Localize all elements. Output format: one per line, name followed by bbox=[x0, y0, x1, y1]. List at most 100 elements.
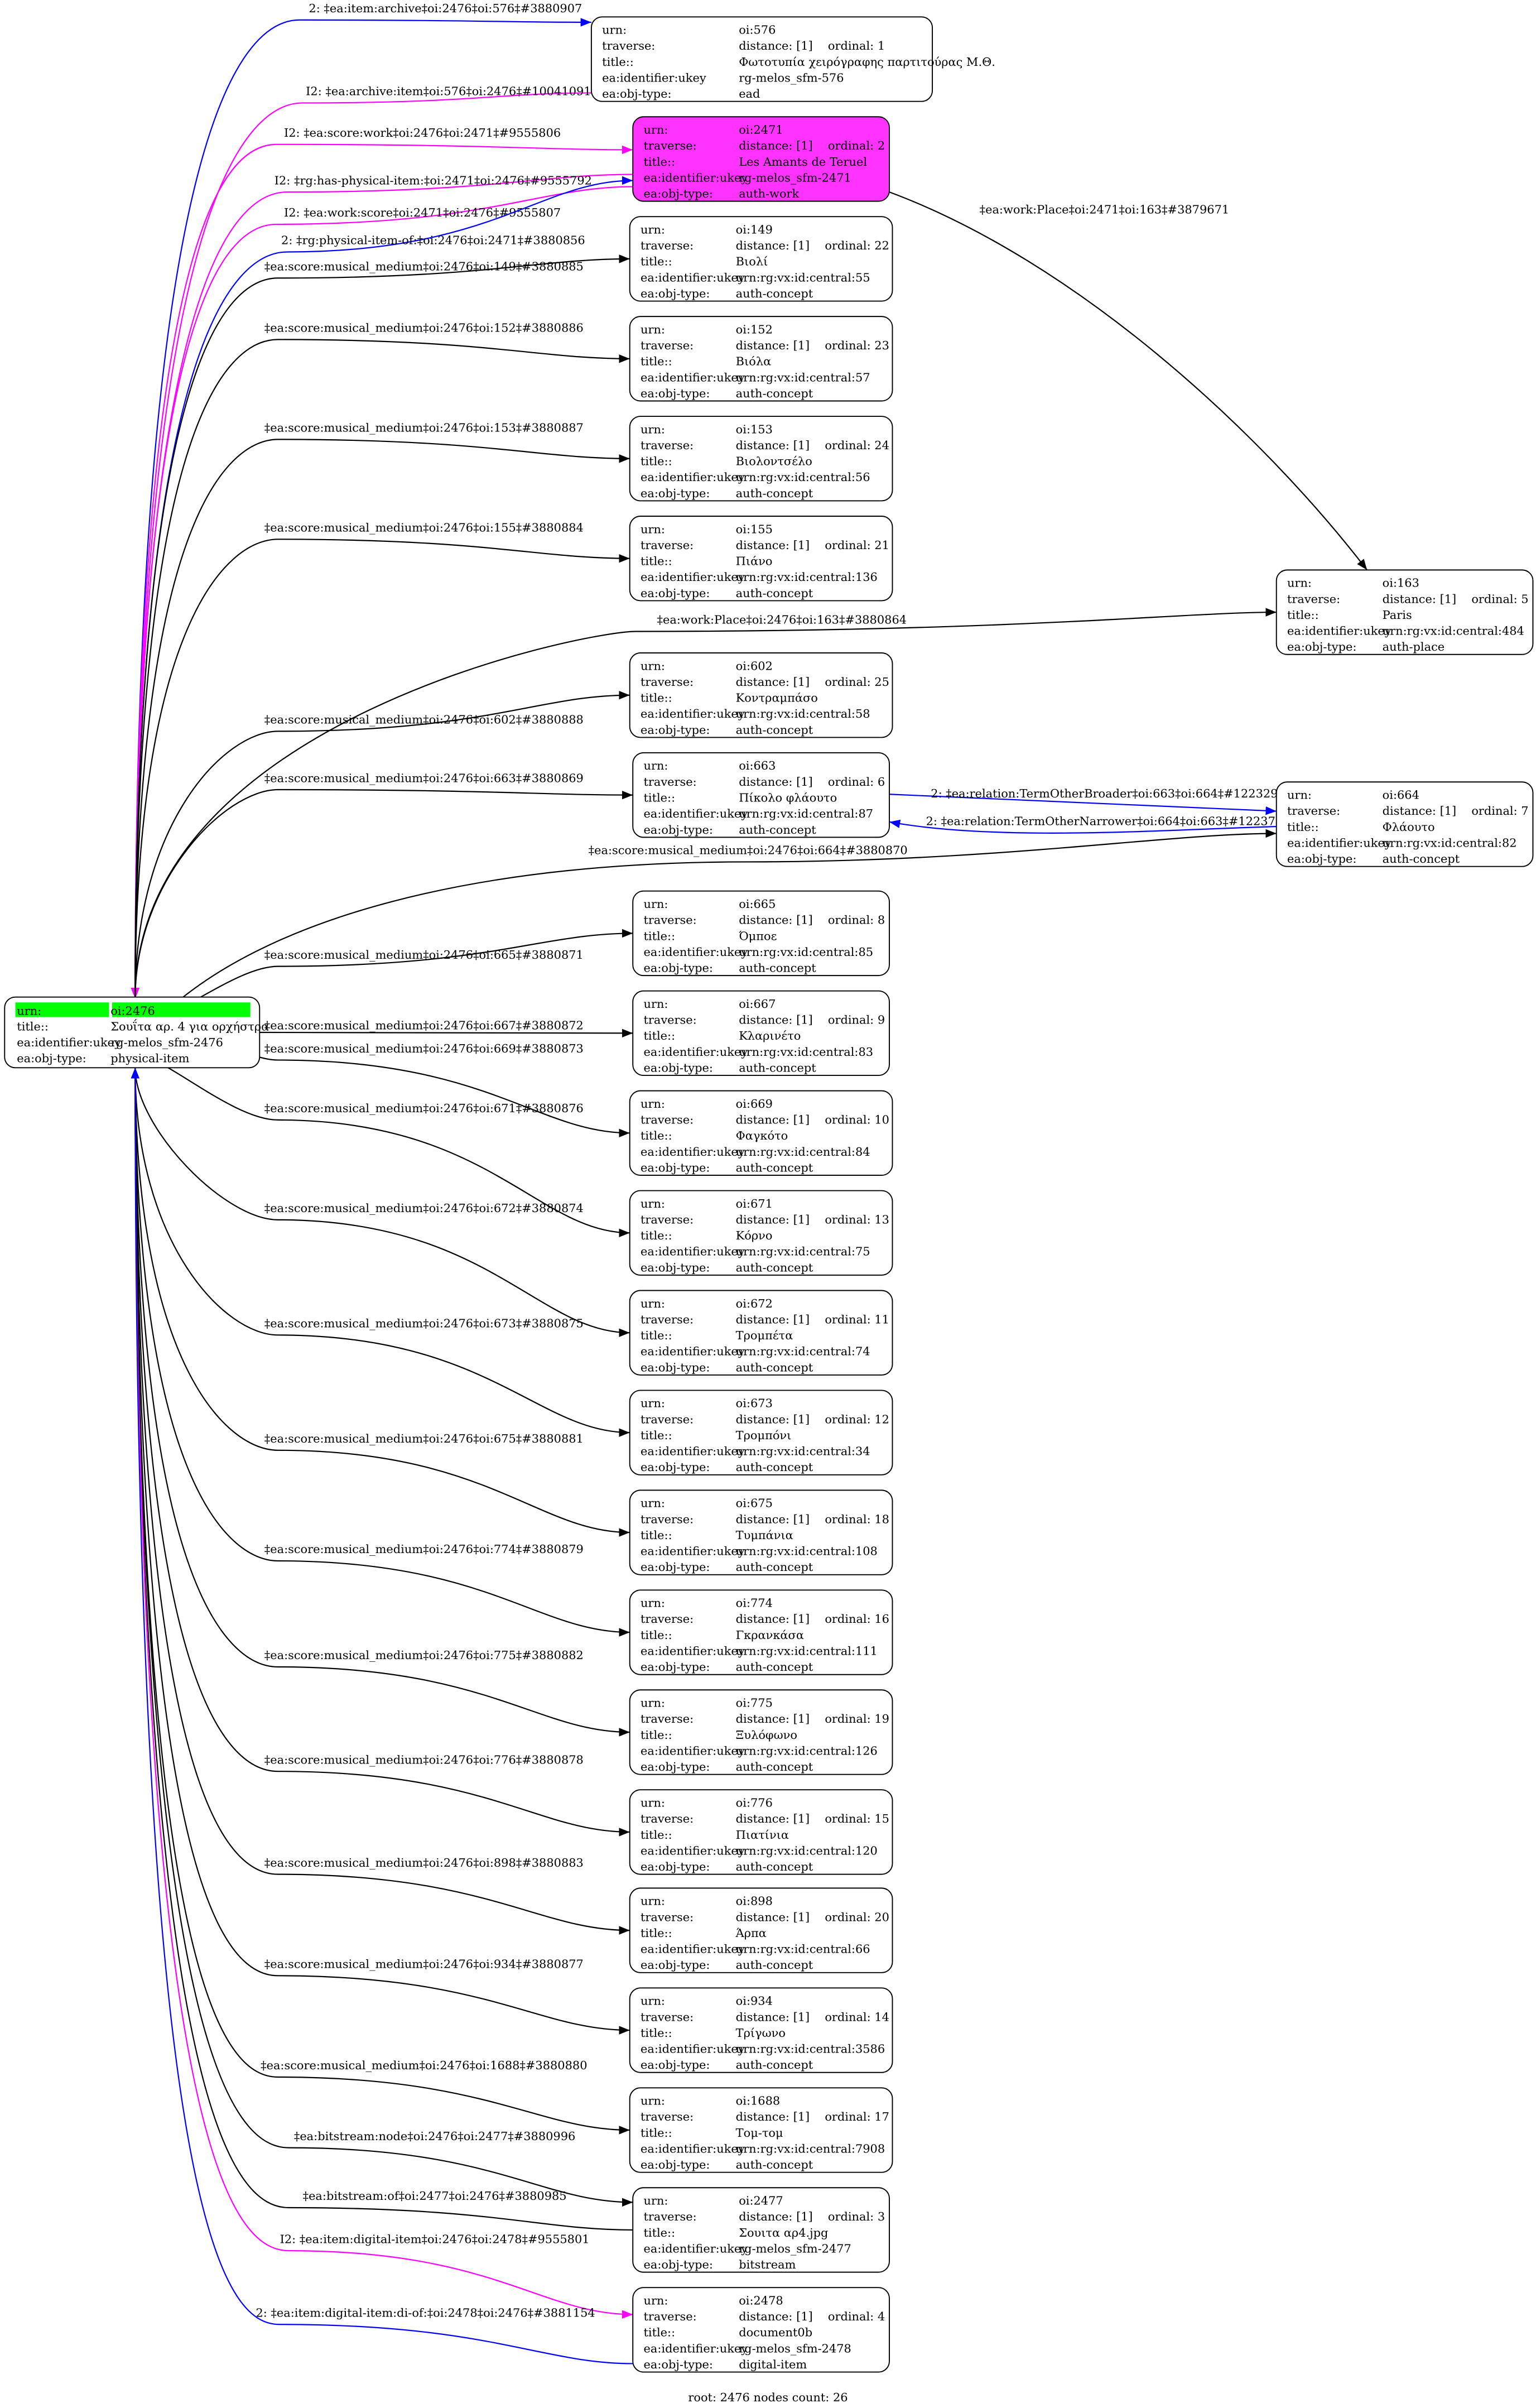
node-box bbox=[629, 1489, 893, 1575]
field-value: oi:776 bbox=[736, 1796, 773, 1809]
edge-2476-673 bbox=[134, 1068, 630, 1437]
node-box bbox=[1275, 781, 1534, 867]
field-label: traverse: bbox=[644, 139, 697, 152]
field-value: urn:rg:vx:id:central:111 bbox=[736, 1644, 878, 1657]
field-label: title:: bbox=[641, 1728, 672, 1742]
field-value: Paris bbox=[1383, 608, 1412, 622]
field-value: auth-concept bbox=[736, 1760, 813, 1773]
field-label: title:: bbox=[644, 1029, 676, 1042]
field-value: oi:774 bbox=[736, 1597, 773, 1610]
field-value: digital-item bbox=[739, 2358, 807, 2371]
field-label: urn: bbox=[641, 422, 665, 436]
field-label: ea:identifier:ukey bbox=[641, 371, 745, 384]
field-value: auth-concept bbox=[736, 1660, 813, 1674]
field-label: ea:identifier:ukey bbox=[641, 271, 745, 284]
field-label: urn: bbox=[641, 323, 665, 336]
edge-label: ‡ea:score:musical_medium‡oi:2476‡oi:673‡… bbox=[264, 1317, 584, 1330]
edge-2476-2471 bbox=[134, 176, 633, 999]
edge-label: ‡ea:score:musical_medium‡oi:2476‡oi:898‡… bbox=[264, 1856, 584, 1869]
field-label: title:: bbox=[641, 1926, 672, 1940]
field-value: Κοντραμπάσο bbox=[736, 691, 818, 705]
field-value: urn:rg:vx:id:central:7908 bbox=[736, 2142, 885, 2155]
edge-2478-2476 bbox=[131, 1068, 633, 2364]
field-label: traverse: bbox=[641, 1612, 694, 1626]
field-value: oi:665 bbox=[739, 897, 776, 911]
field-value: oi:2476 bbox=[110, 1004, 155, 1017]
edge-label: ‡ea:score:musical_medium‡oi:2476‡oi:671‡… bbox=[264, 1102, 584, 1115]
field-value: distance: [1] bbox=[736, 1712, 810, 1726]
node-box bbox=[632, 752, 890, 838]
field-label: urn: bbox=[641, 1895, 665, 1908]
field-value: Κόρνο bbox=[736, 1229, 773, 1242]
field-label: ea:obj-type: bbox=[644, 962, 713, 975]
field-label: ea:identifier:ukey bbox=[1287, 836, 1391, 849]
field-label: traverse: bbox=[641, 675, 694, 689]
field-value: auth-place bbox=[1383, 640, 1444, 653]
field-value-ordinal: ordinal: 18 bbox=[825, 1512, 889, 1526]
field-value: oi:155 bbox=[736, 522, 773, 536]
field-value: oi:672 bbox=[736, 1297, 773, 1310]
field-label: title:: bbox=[641, 555, 672, 568]
field-value: urn:rg:vx:id:central:55 bbox=[736, 271, 870, 284]
field-label: title:: bbox=[641, 355, 672, 368]
field-value: document0b bbox=[739, 2326, 812, 2339]
field-label: ea:obj-type: bbox=[644, 823, 713, 837]
edge-label: 2: ‡rg:physical-item-of:‡oi:2476‡oi:2471… bbox=[281, 234, 585, 247]
edge-664-663 bbox=[889, 819, 1277, 834]
edge-label: ‡ea:score:musical_medium‡oi:2476‡oi:667‡… bbox=[264, 1018, 584, 1032]
field-label: title:: bbox=[644, 791, 676, 804]
field-value: distance: [1] bbox=[739, 2310, 813, 2323]
field-value: ead bbox=[739, 87, 760, 100]
node-box bbox=[632, 990, 890, 1076]
field-value: distance: [1] bbox=[739, 2210, 813, 2223]
field-label: traverse: bbox=[641, 1412, 694, 1426]
field-label: urn: bbox=[641, 522, 665, 536]
edge-label: ‡ea:score:musical_medium‡oi:2476‡oi:663‡… bbox=[264, 771, 584, 785]
node-box bbox=[629, 1190, 893, 1276]
node-box bbox=[629, 416, 893, 502]
field-label: ea:obj-type: bbox=[644, 2258, 713, 2271]
field-value: auth-concept bbox=[739, 1061, 816, 1074]
field-value-ordinal: ordinal: 11 bbox=[825, 1313, 889, 1326]
edge-label: ‡ea:score:musical_medium‡oi:2476‡oi:774‡… bbox=[264, 1542, 584, 1556]
field-value-ordinal: ordinal: 24 bbox=[825, 439, 889, 452]
node-box bbox=[632, 2187, 890, 2273]
field-value: auth-concept bbox=[736, 387, 813, 400]
field-value: oi:153 bbox=[736, 422, 773, 436]
urn-highlight bbox=[15, 1002, 109, 1017]
field-value: Ξυλόφωνο bbox=[736, 1728, 797, 1742]
node-box bbox=[629, 1090, 893, 1176]
field-value: Τρομπέτα bbox=[736, 1329, 793, 1342]
field-value-ordinal: ordinal: 8 bbox=[828, 914, 885, 927]
field-value: distance: [1] bbox=[736, 2010, 810, 2024]
field-value: distance: [1] bbox=[1383, 804, 1457, 818]
field-label: traverse: bbox=[1287, 592, 1340, 605]
